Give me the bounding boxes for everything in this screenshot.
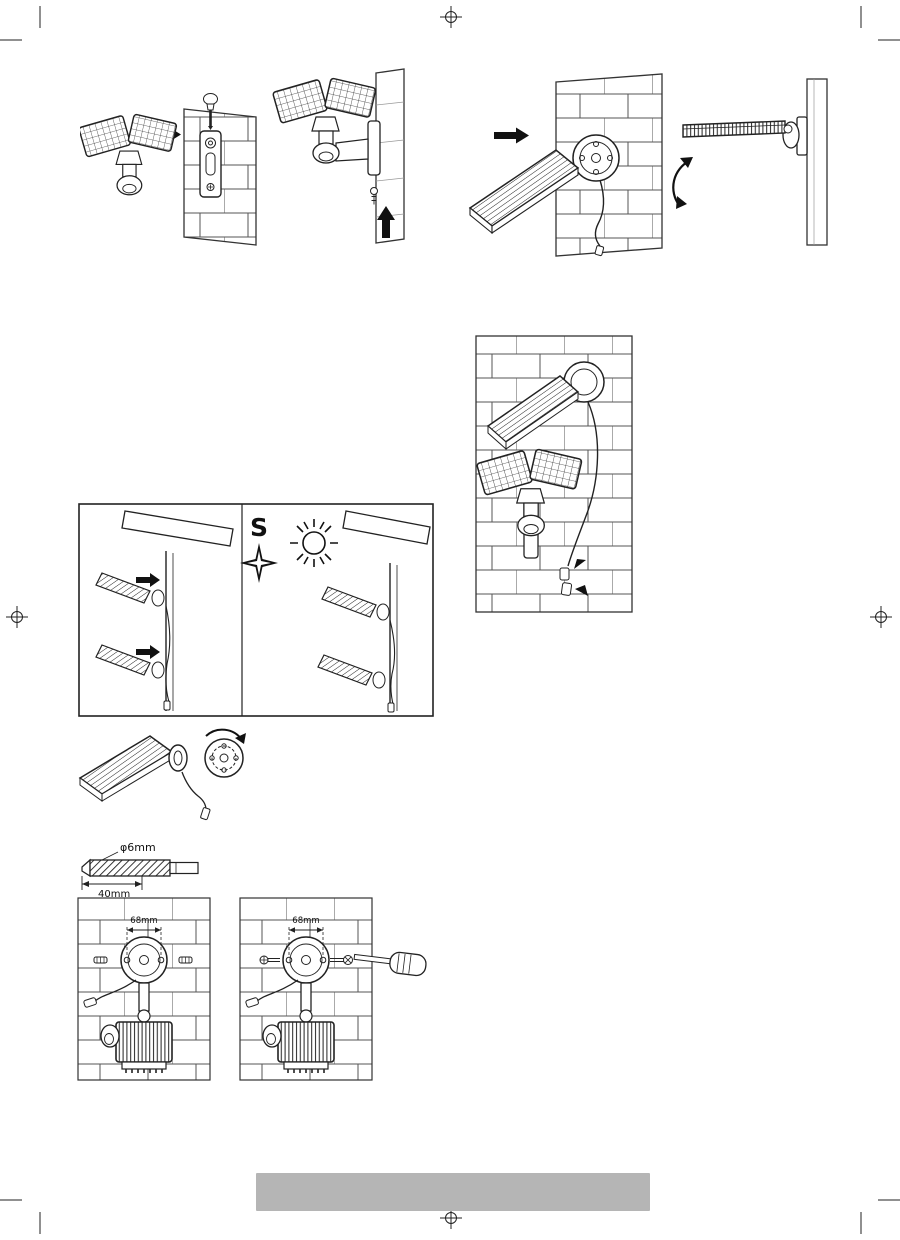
cable-icon xyxy=(389,619,396,709)
mounting-template-left-illustration: 68mm xyxy=(77,897,211,1081)
dimension-line-icon xyxy=(126,926,162,955)
dimension-line-icon xyxy=(81,876,143,890)
solar-panel-icon xyxy=(95,644,165,679)
sensor-light-icon xyxy=(262,982,335,1073)
step2-hang-light-illustration xyxy=(272,68,405,244)
mounting-plate-icon xyxy=(572,134,620,182)
mounting-template-right-illustration: 68mm xyxy=(239,897,427,1081)
mount-hub-icon xyxy=(168,744,188,772)
wall-anchor-icon xyxy=(93,956,193,964)
registration-mark-icon xyxy=(445,1212,457,1224)
cable-icon xyxy=(181,771,207,811)
drill-bit-spec-illustration: φ6mm 40mm xyxy=(81,841,199,898)
cable-icon xyxy=(594,179,605,247)
solar-panel-icon xyxy=(486,375,580,451)
drill-diameter-label: φ6mm xyxy=(120,841,156,854)
floodlight-icon xyxy=(80,113,178,196)
screw-icon xyxy=(330,955,353,965)
step4-tilt-panel-illustration xyxy=(672,78,828,246)
hole-spacing-label: 68mm xyxy=(130,916,157,926)
drill-bit-icon xyxy=(81,858,199,878)
wall-bracket-icon xyxy=(199,130,222,198)
wall-bracket-icon xyxy=(367,120,381,176)
sensor-light-icon xyxy=(100,982,173,1073)
cable-icon xyxy=(165,605,171,703)
step1-attach-bracket-illustration xyxy=(80,93,257,246)
cable-plug-icon xyxy=(245,997,259,1008)
footer-bar xyxy=(256,1173,650,1211)
screw-icon xyxy=(259,955,280,965)
cable-plug-icon xyxy=(387,702,395,713)
mounting-plate-icon xyxy=(282,936,330,984)
screwdriver-icon xyxy=(203,93,218,130)
placement-orientation-illustration: S xyxy=(78,503,434,717)
solar-panel-icon xyxy=(468,149,580,235)
direction-arrow-icon xyxy=(136,573,160,587)
solar-panel-icon xyxy=(78,735,174,802)
panel-rotation-detail-illustration xyxy=(78,728,246,821)
wall-edge-icon xyxy=(806,78,828,246)
roof-eave-icon xyxy=(121,510,234,547)
solar-panel-icon xyxy=(317,654,386,689)
mounting-plate-icon xyxy=(204,738,244,778)
compass-south-label: S xyxy=(250,513,268,542)
hole-spacing-label: 68mm xyxy=(292,916,319,926)
drill-length-label: 40mm xyxy=(98,889,130,898)
solar-panel-icon xyxy=(95,572,165,607)
cable-plug-icon xyxy=(594,245,605,257)
cable-plug-icon xyxy=(200,807,211,821)
cable-plug-icon xyxy=(163,700,171,711)
cable-icon xyxy=(567,401,599,567)
screwdriver-icon xyxy=(353,951,427,977)
step3-attach-solar-panel-illustration xyxy=(468,73,663,257)
direction-arrow-icon xyxy=(377,206,395,238)
wall-edge-icon xyxy=(375,68,405,244)
solar-panel-icon xyxy=(321,586,390,621)
connector-arrow-icon xyxy=(574,559,588,596)
mounting-plate-icon xyxy=(120,936,168,984)
rotate-arrow-icon xyxy=(672,157,693,209)
registration-mark-icon xyxy=(875,611,887,623)
solar-panel-icon xyxy=(682,120,793,138)
rotate-arrow-icon xyxy=(205,728,246,744)
sun-icon xyxy=(290,519,338,567)
compass-star-icon xyxy=(240,543,278,583)
mount-arm-icon xyxy=(335,138,369,162)
dimension-line-icon xyxy=(288,926,324,955)
screw-icon xyxy=(370,187,378,205)
assembled-wall-view-illustration xyxy=(475,335,633,613)
cable-plug-icon xyxy=(559,567,573,596)
roof-eave-icon xyxy=(342,510,431,545)
cable-plug-icon xyxy=(83,997,97,1008)
registration-mark-icon xyxy=(445,11,457,23)
direction-arrow-icon xyxy=(494,127,529,144)
direction-arrow-icon xyxy=(136,645,160,659)
registration-mark-icon xyxy=(11,611,23,623)
